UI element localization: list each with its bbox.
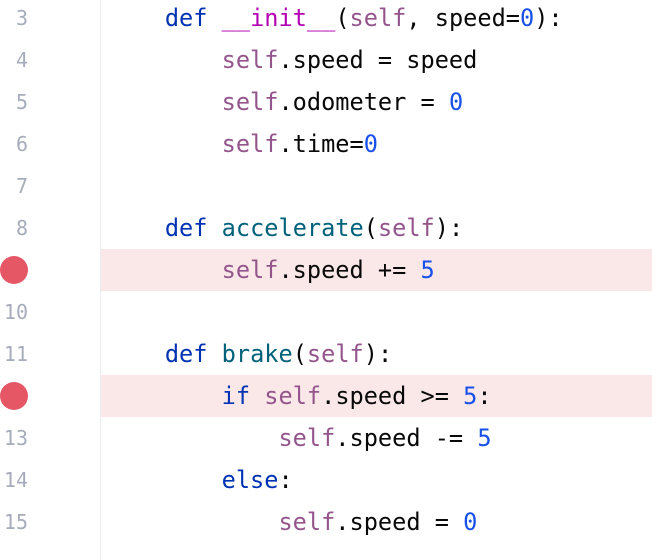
line-number[interactable]: 3 [15,6,28,30]
code-text: .speed -= [335,424,478,452]
breakpoint-icon[interactable] [0,382,28,410]
code-content[interactable]: self.odometer = 0 [101,81,652,123]
code-text [108,508,278,536]
self-keyword: self [221,256,279,284]
number-literal: 5 [420,256,435,284]
code-content[interactable] [101,165,652,207]
line-number[interactable]: 8 [15,216,28,240]
self-keyword: self [221,88,279,116]
function-name: accelerate [221,214,364,242]
line-number[interactable]: 11 [3,342,28,366]
code-content[interactable]: else: [101,459,652,501]
self-keyword: self [377,214,435,242]
code-text [108,256,222,284]
code-line[interactable]: 4 self.speed = speed [0,39,652,81]
code-text: , speed= [406,4,520,32]
line-number[interactable]: 14 [3,468,28,492]
number-literal: 0 [363,130,378,158]
code-line[interactable]: if self.speed >= 5: [0,375,652,417]
code-text [108,4,165,32]
gutter-divider [100,0,101,560]
keyword: if [221,382,251,410]
function-name: brake [221,340,293,368]
code-content[interactable]: self.speed = speed [101,39,652,81]
line-number[interactable]: 13 [3,426,28,450]
code-content[interactable]: self.speed -= 5 [101,417,652,459]
keyword: def [164,340,208,368]
magic-method: __init__ [221,4,336,32]
code-line[interactable]: 11 def brake(self): [0,333,652,375]
code-text [207,4,221,32]
number-literal: 5 [477,424,492,452]
code-line[interactable]: 7 [0,165,652,207]
number-literal: 0 [520,4,535,32]
self-keyword: self [221,130,279,158]
line-number[interactable]: 6 [15,132,28,156]
line-number[interactable] [0,375,28,417]
code-text: ( [292,340,307,368]
code-line[interactable]: 15 self.speed = 0 [0,501,652,543]
line-number[interactable]: 10 [3,300,28,324]
code-text [108,46,222,74]
keyword: def [164,214,208,242]
code-line[interactable]: 14 else: [0,459,652,501]
code-text: ( [335,4,350,32]
code-text: ( [363,214,378,242]
code-line[interactable]: 8 def accelerate(self): [0,207,652,249]
code-line[interactable]: 10 [0,291,652,333]
code-text [207,340,221,368]
code-text [108,88,222,116]
breakpoint-icon[interactable] [0,256,28,284]
code-text: : [477,382,492,410]
number-literal: 0 [448,88,464,116]
code-text: .speed >= [321,382,464,410]
number-literal: 0 [463,508,478,536]
line-number[interactable]: 15 [3,510,28,534]
self-keyword: self [278,424,336,452]
code-text [108,424,278,452]
code-text: ): [363,340,393,368]
self-keyword: self [349,4,407,32]
line-number[interactable]: 4 [15,48,28,72]
self-keyword: self [221,46,279,74]
code-line[interactable]: 5 self.odometer = 0 [0,81,652,123]
code-content[interactable]: self.time=0 [101,123,652,165]
self-keyword: self [264,382,322,410]
line-number[interactable]: 7 [15,174,28,198]
keyword: else [221,466,279,494]
code-content[interactable]: self.speed += 5 [101,249,652,291]
code-text: .speed += [278,256,421,284]
code-text: ): [534,4,563,32]
code-content[interactable]: if self.speed >= 5: [101,375,652,417]
code-text [108,340,165,368]
code-text: ): [434,214,464,242]
code-text: : [278,466,293,494]
code-line[interactable]: 13 self.speed -= 5 [0,417,652,459]
code-content[interactable]: self.speed = 0 [101,501,652,543]
code-text [250,382,264,410]
code-text [108,382,222,410]
self-keyword: self [278,508,336,536]
code-text [108,130,222,158]
code-editor[interactable]: 3 def __init__(self, speed=0):4 self.spe… [0,0,652,543]
code-content[interactable] [101,291,652,333]
code-text: .speed = [335,508,464,536]
keyword: def [164,4,208,32]
code-line[interactable]: 3 def __init__(self, speed=0): [0,0,652,39]
code-text [108,214,165,242]
code-text: .odometer = [278,88,449,116]
number-literal: 5 [463,382,478,410]
code-line[interactable]: self.speed += 5 [0,249,652,291]
self-keyword: self [306,340,364,368]
code-text [207,214,221,242]
code-text: .speed = speed [278,46,478,74]
code-content[interactable]: def brake(self): [101,333,652,375]
code-content[interactable]: def __init__(self, speed=0): [101,0,652,39]
code-content[interactable]: def accelerate(self): [101,207,652,249]
line-number[interactable] [0,249,28,291]
code-text: .time= [278,130,364,158]
line-number[interactable]: 5 [15,90,28,114]
code-line[interactable]: 6 self.time=0 [0,123,652,165]
code-text [108,466,222,494]
